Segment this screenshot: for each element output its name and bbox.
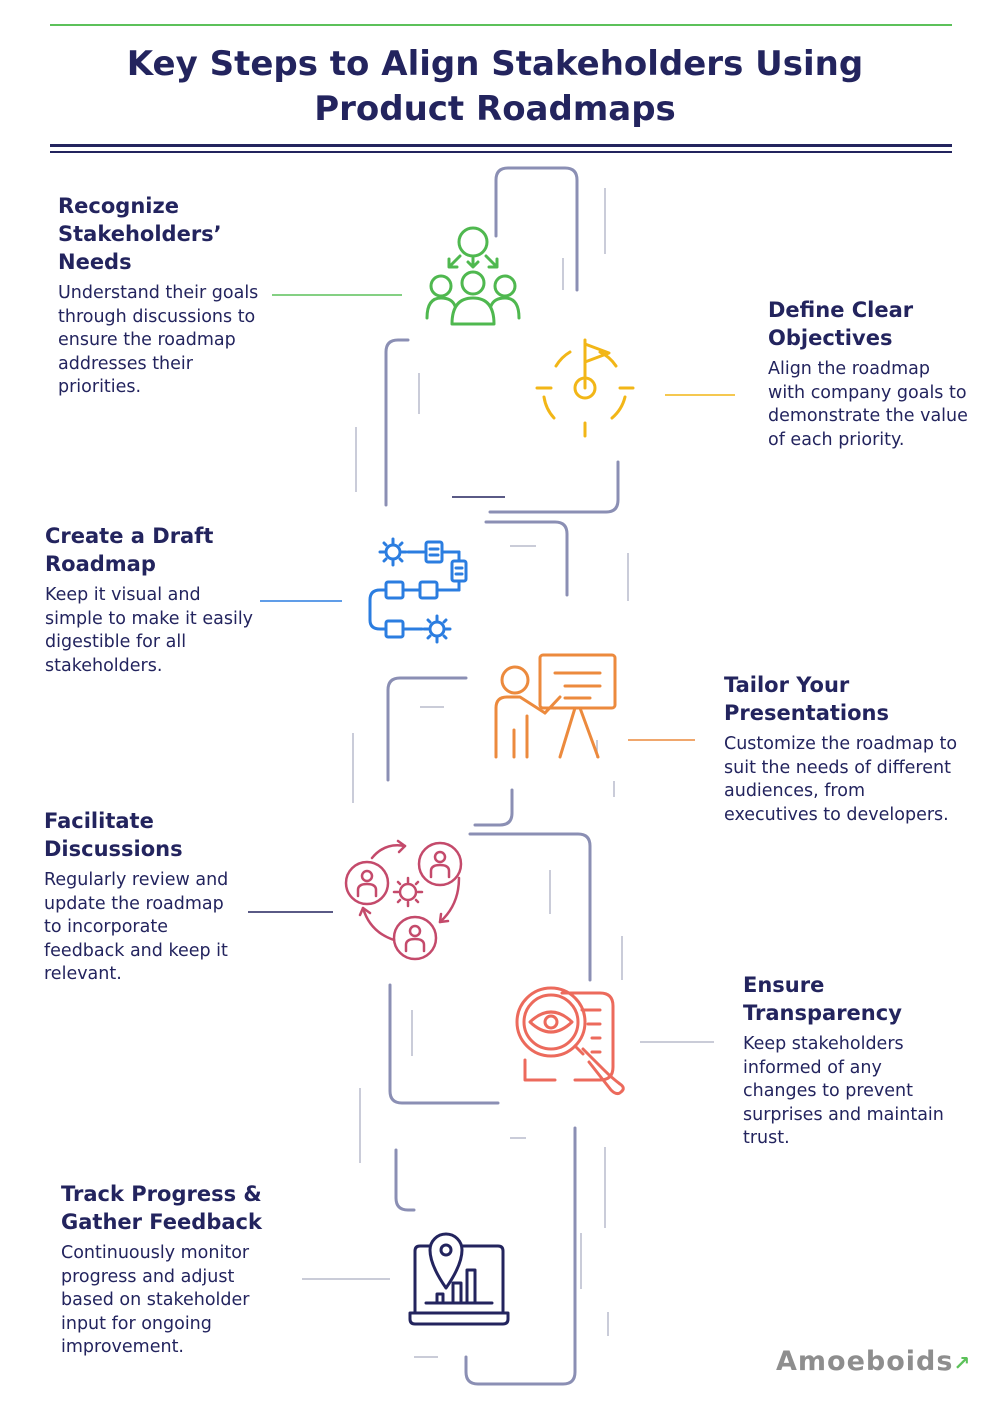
workflow-icon [368,537,468,644]
step-ensure-transparency: Ensure Transparency Keep stakeholders in… [743,971,953,1151]
stakeholders-group-icon [425,226,521,326]
step-description: Regularly review and update the roadmap … [44,870,229,984]
step-title: Ensure Transparency [743,973,902,1025]
page-title: Key Steps to Align Stakeholders Using Pr… [126,44,864,129]
step-draft-roadmap: Create a Draft Roadmap Keep it visual an… [45,522,255,678]
step-define-objectives: Define Clear Objectives Align the roadma… [768,296,968,452]
step-recognize-needs: Recognize Stakeholders’ Needs Understand… [58,192,273,400]
step-facilitate-discussions: Facilitate Discussions Regularly review … [44,807,244,987]
brand-logo-text: Amoeboids [776,1346,954,1377]
title-divider-thin [50,151,952,153]
decor-ticks [352,188,629,1358]
leaf-icon: ↗ [953,1351,972,1375]
step-description: Align the roadmap with company goals to … [768,359,968,450]
step-title: Create a Draft Roadmap [45,524,214,576]
step-title: Recognize Stakeholders’ Needs [58,194,222,274]
connector-lines [248,294,735,1280]
step-title: Facilitate Discussions [44,809,183,861]
discussion-cycle-icon [344,839,463,961]
step-description: Continuously monitor progress and adjust… [61,1243,250,1357]
top-accent-line [50,24,952,26]
step-description: Understand their goals through discussio… [58,283,259,397]
target-flag-icon [535,338,635,438]
step-title: Tailor Your Presentations [724,673,890,725]
roadmap-path [384,166,620,1386]
laptop-chart-icon [408,1232,510,1326]
magnifier-eye-icon [515,986,625,1096]
step-title: Track Progress & Gather Feedback [61,1182,262,1234]
step-title: Define Clear Objectives [768,298,914,350]
step-tailor-presentations: Tailor Your Presentations Customize the … [724,671,964,827]
presenter-icon [494,653,617,759]
step-track-progress: Track Progress & Gather Feedback Continu… [61,1180,291,1360]
step-description: Keep stakeholders informed of any change… [743,1034,944,1148]
title-divider [50,144,952,147]
brand-logo: Amoeboids↗ [776,1346,971,1377]
step-description: Customize the roadmap to suit the needs … [724,734,958,825]
step-description: Keep it visual and simple to make it eas… [45,585,254,676]
